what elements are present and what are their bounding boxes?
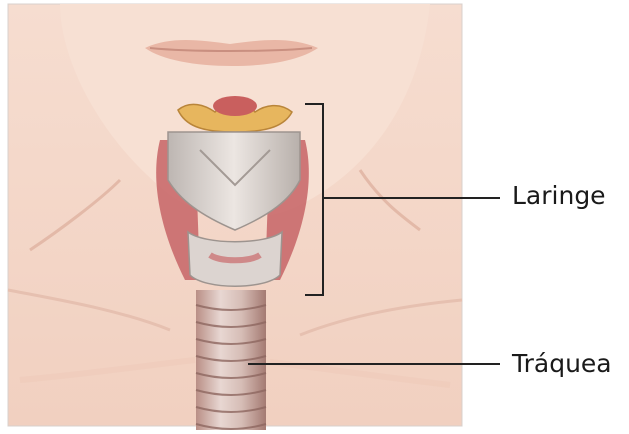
trachea-illustration: [196, 290, 266, 430]
larynx-label: Laringe: [512, 183, 606, 208]
trachea-label: Tráquea: [512, 351, 612, 376]
